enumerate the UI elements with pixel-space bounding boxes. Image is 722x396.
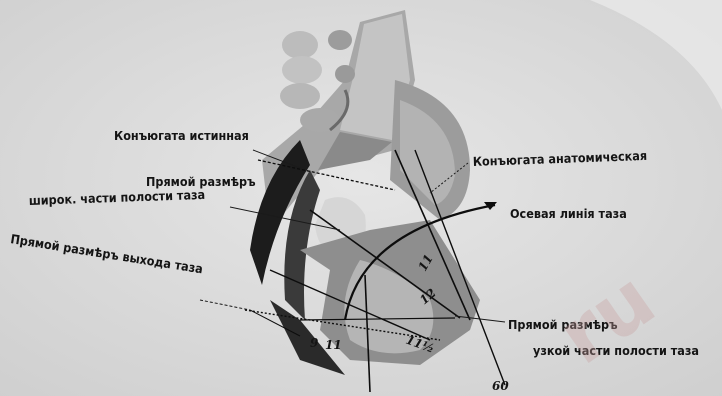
label-konjugata-istinnaya: Конъюгата истинная [114,128,249,143]
number-60: 60 [492,379,509,393]
number-9: 9 [310,336,319,350]
number-11-low: 11 [325,338,342,352]
label-osevaya-liniya: Осевая линія таза [510,206,627,221]
